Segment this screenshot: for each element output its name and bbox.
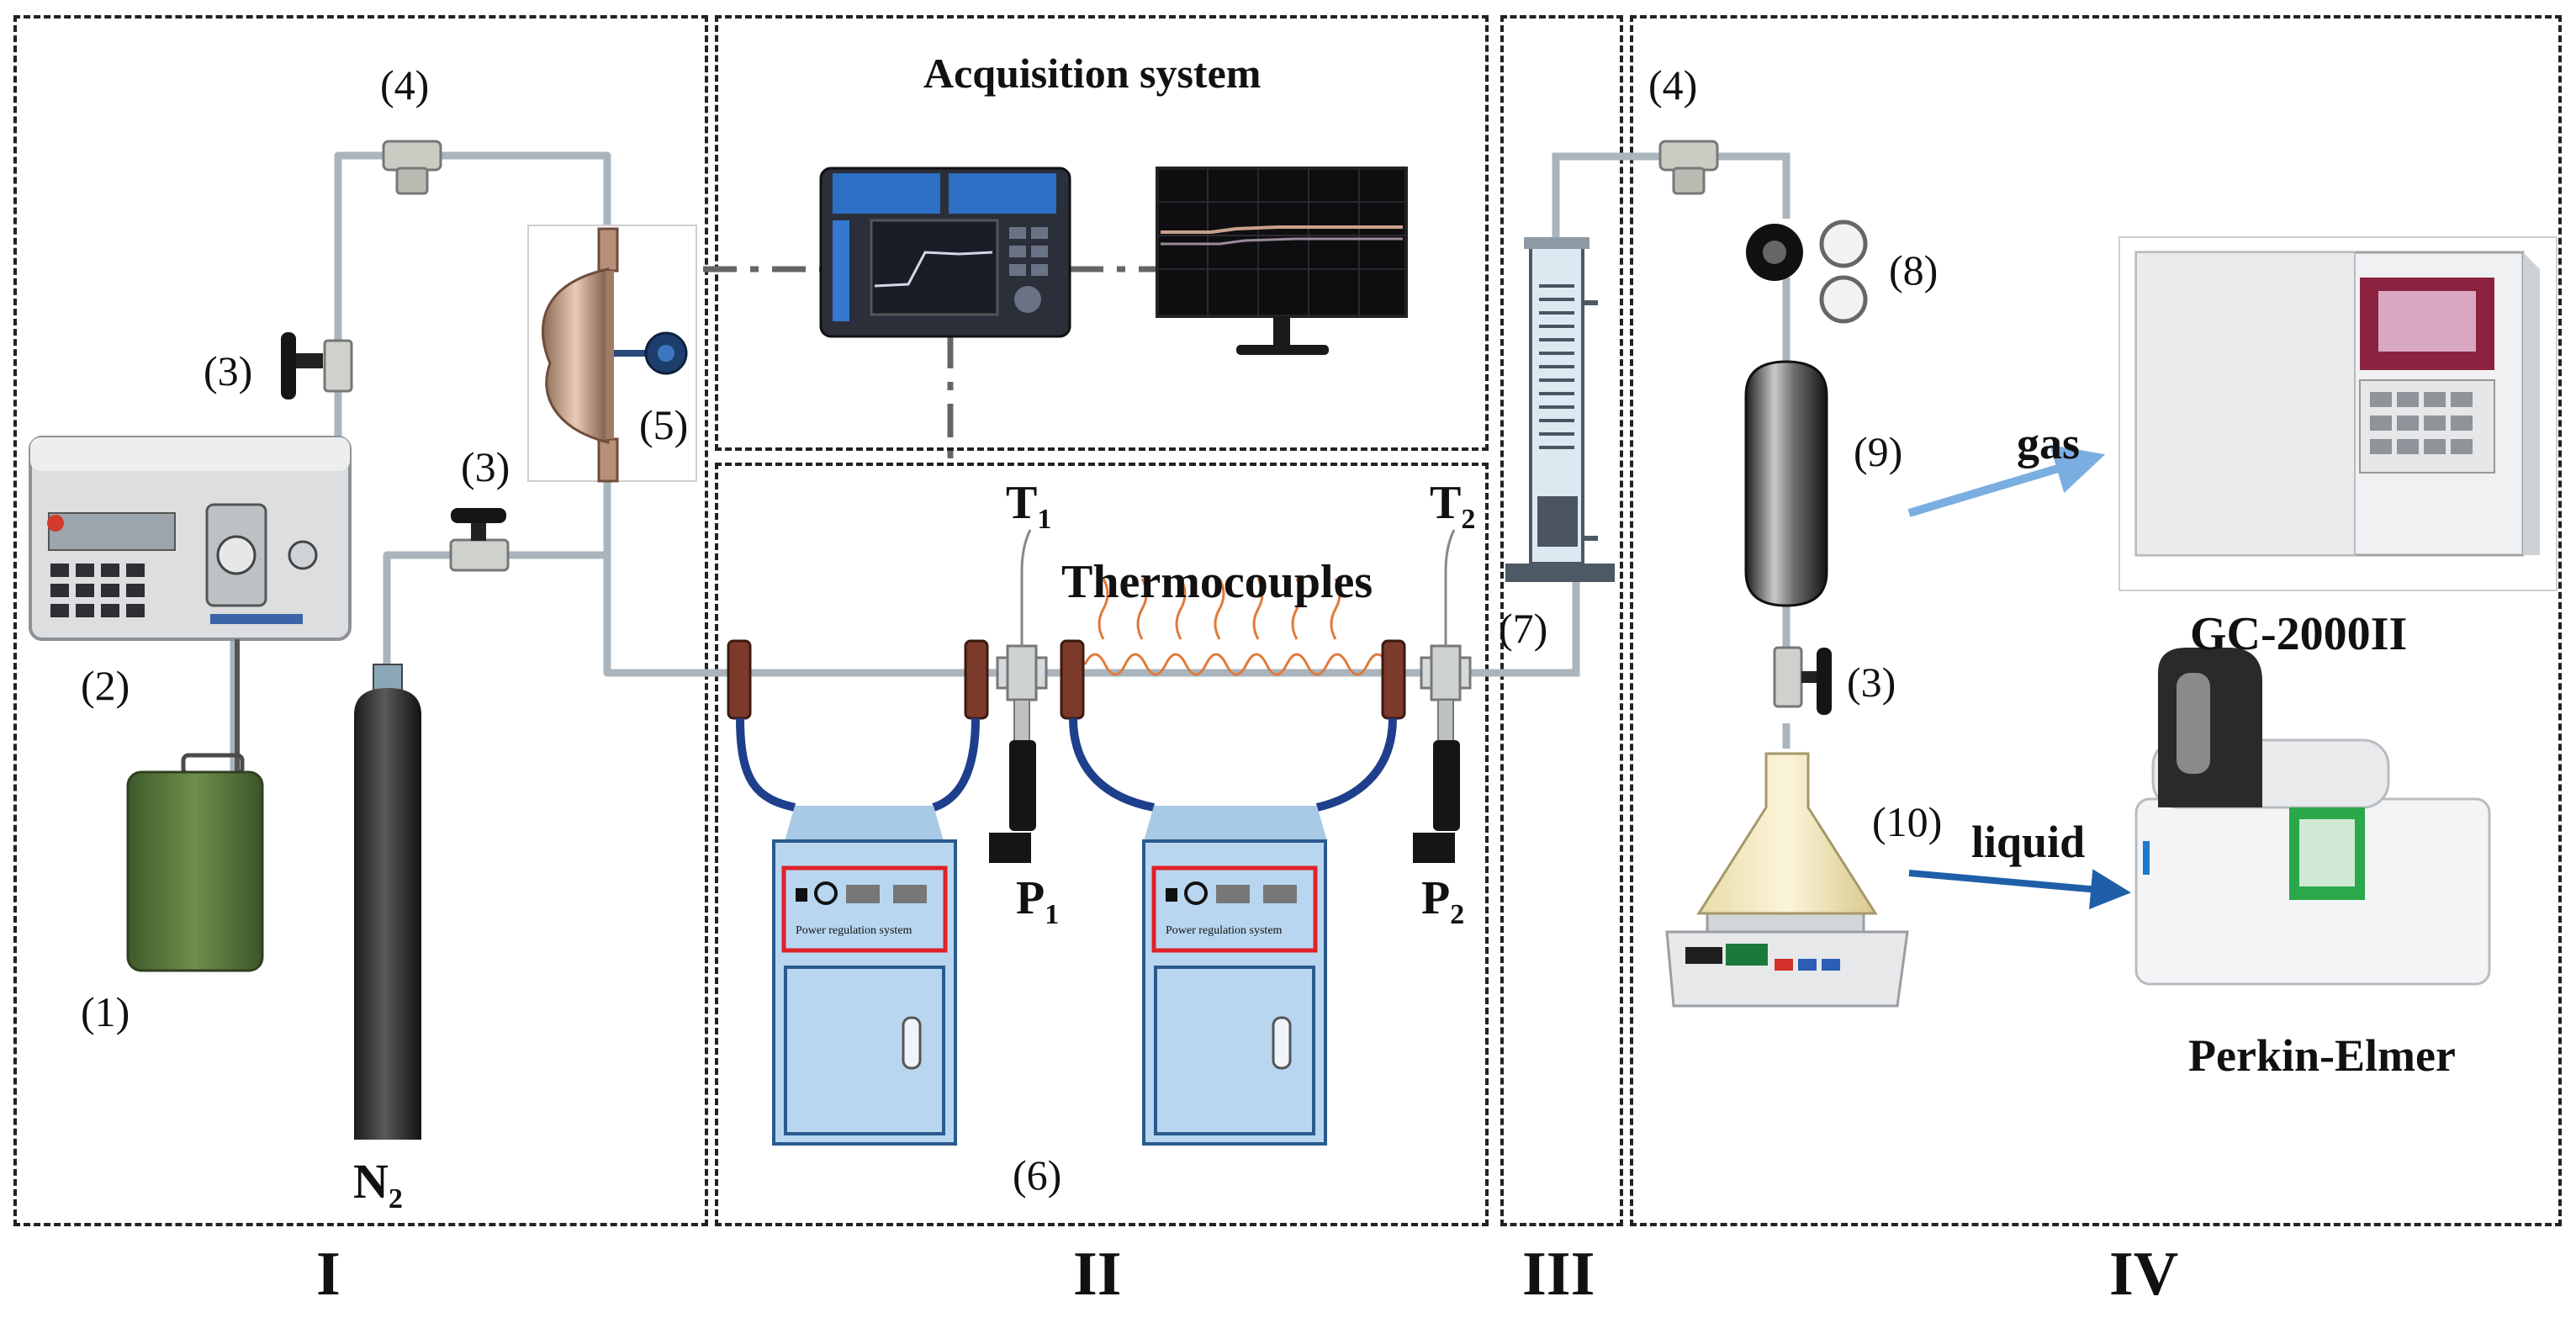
- needle-valve-2: [449, 508, 510, 572]
- condenser: [1505, 152, 1682, 677]
- component-1-label: (1): [81, 988, 130, 1035]
- perkin-elmer-instrument: [2134, 648, 2491, 986]
- heater-coil: [1083, 653, 1389, 676]
- n2-base: N: [353, 1154, 389, 1209]
- power-cables: [736, 717, 1397, 812]
- t1-sub: 1: [1037, 504, 1052, 535]
- thermocouple-wires: [1098, 578, 1341, 640]
- filter-valve-2: [1658, 140, 1719, 195]
- section-IV-label: IV: [2109, 1240, 2179, 1309]
- thermocouples-label: Thermocouples: [1061, 556, 1373, 608]
- component-2-label: (2): [81, 662, 130, 709]
- filter-valve-1: [382, 140, 442, 195]
- component-5-label: (5): [639, 401, 689, 448]
- power-cabinet-1: [772, 806, 957, 1146]
- component-8-label: (8): [1889, 246, 1939, 294]
- hplc-pump: [29, 436, 352, 641]
- power-text-1: Power regulation system: [796, 924, 912, 937]
- electrode-clamps: [727, 639, 1406, 720]
- gas-liquid-separator: [1744, 360, 1828, 607]
- section-II-label: II: [1073, 1240, 1122, 1309]
- gc-2000ii-label: GC-2000II: [2190, 608, 2408, 660]
- p2-base: P: [1421, 872, 1451, 924]
- section-I-box: [13, 15, 708, 1226]
- collection-flask: [1696, 752, 1878, 915]
- needle-valve-1: [281, 332, 353, 400]
- p1-label: P1: [1016, 872, 1059, 929]
- data-logger: [819, 167, 1071, 338]
- n2-label: N2: [353, 1154, 403, 1214]
- liquid-label: liquid: [1971, 817, 2086, 867]
- cross-fitting-1: [989, 529, 1048, 863]
- section-II-box: [715, 463, 1489, 1226]
- t1-base: T: [1006, 477, 1038, 529]
- p1-base: P: [1016, 872, 1045, 924]
- component-3-label-c: (3): [1847, 659, 1896, 706]
- component-4-label-a: (4): [380, 61, 430, 108]
- power-cabinet-2: [1142, 806, 1327, 1146]
- liquid-arrow: [1908, 869, 2131, 910]
- gc-instrument: [2118, 236, 2557, 591]
- needle-valve-3: [1773, 646, 1832, 715]
- t1-label: T1: [1006, 477, 1051, 534]
- gas-arrow: [1907, 444, 2106, 517]
- component-3-label-b: (3): [461, 443, 510, 490]
- power-text-2: Power regulation system: [1166, 924, 1283, 937]
- p2-label: P2: [1421, 872, 1464, 929]
- t2-label: T2: [1430, 477, 1475, 534]
- monitor: [1156, 167, 1408, 355]
- component-10-label: (10): [1872, 798, 1943, 845]
- component-4-label-b: (4): [1648, 61, 1698, 108]
- balance: [1665, 907, 1909, 1008]
- section-I-label: I: [316, 1240, 341, 1309]
- feed-tank: [126, 753, 264, 972]
- component-7-label: (7): [1499, 605, 1548, 652]
- acquisition-title: Acquisition system: [923, 50, 1262, 97]
- t2-sub: 2: [1461, 504, 1476, 535]
- section-IV-box: [1630, 15, 2562, 1226]
- nitrogen-cylinder: [354, 664, 421, 1140]
- p2-sub: 2: [1450, 899, 1465, 930]
- section-III-box: [1500, 15, 1623, 1226]
- back-pressure-regulator: [1746, 220, 1868, 324]
- component-9-label: (9): [1854, 428, 1903, 475]
- t2-base: T: [1430, 477, 1462, 529]
- gas-label: gas: [2017, 418, 2081, 468]
- n2-sub: 2: [388, 1183, 403, 1215]
- cross-fitting-2: [1413, 529, 1472, 863]
- mass-flowmeter: [527, 225, 697, 483]
- section-III-label: III: [1522, 1240, 1595, 1309]
- p1-sub: 1: [1045, 899, 1060, 930]
- perkin-elmer-label: Perkin-Elmer: [2188, 1030, 2456, 1081]
- acquisition-box: [715, 15, 1489, 451]
- component-3-label-a: (3): [204, 347, 253, 394]
- component-6-label: (6): [1013, 1151, 1062, 1199]
